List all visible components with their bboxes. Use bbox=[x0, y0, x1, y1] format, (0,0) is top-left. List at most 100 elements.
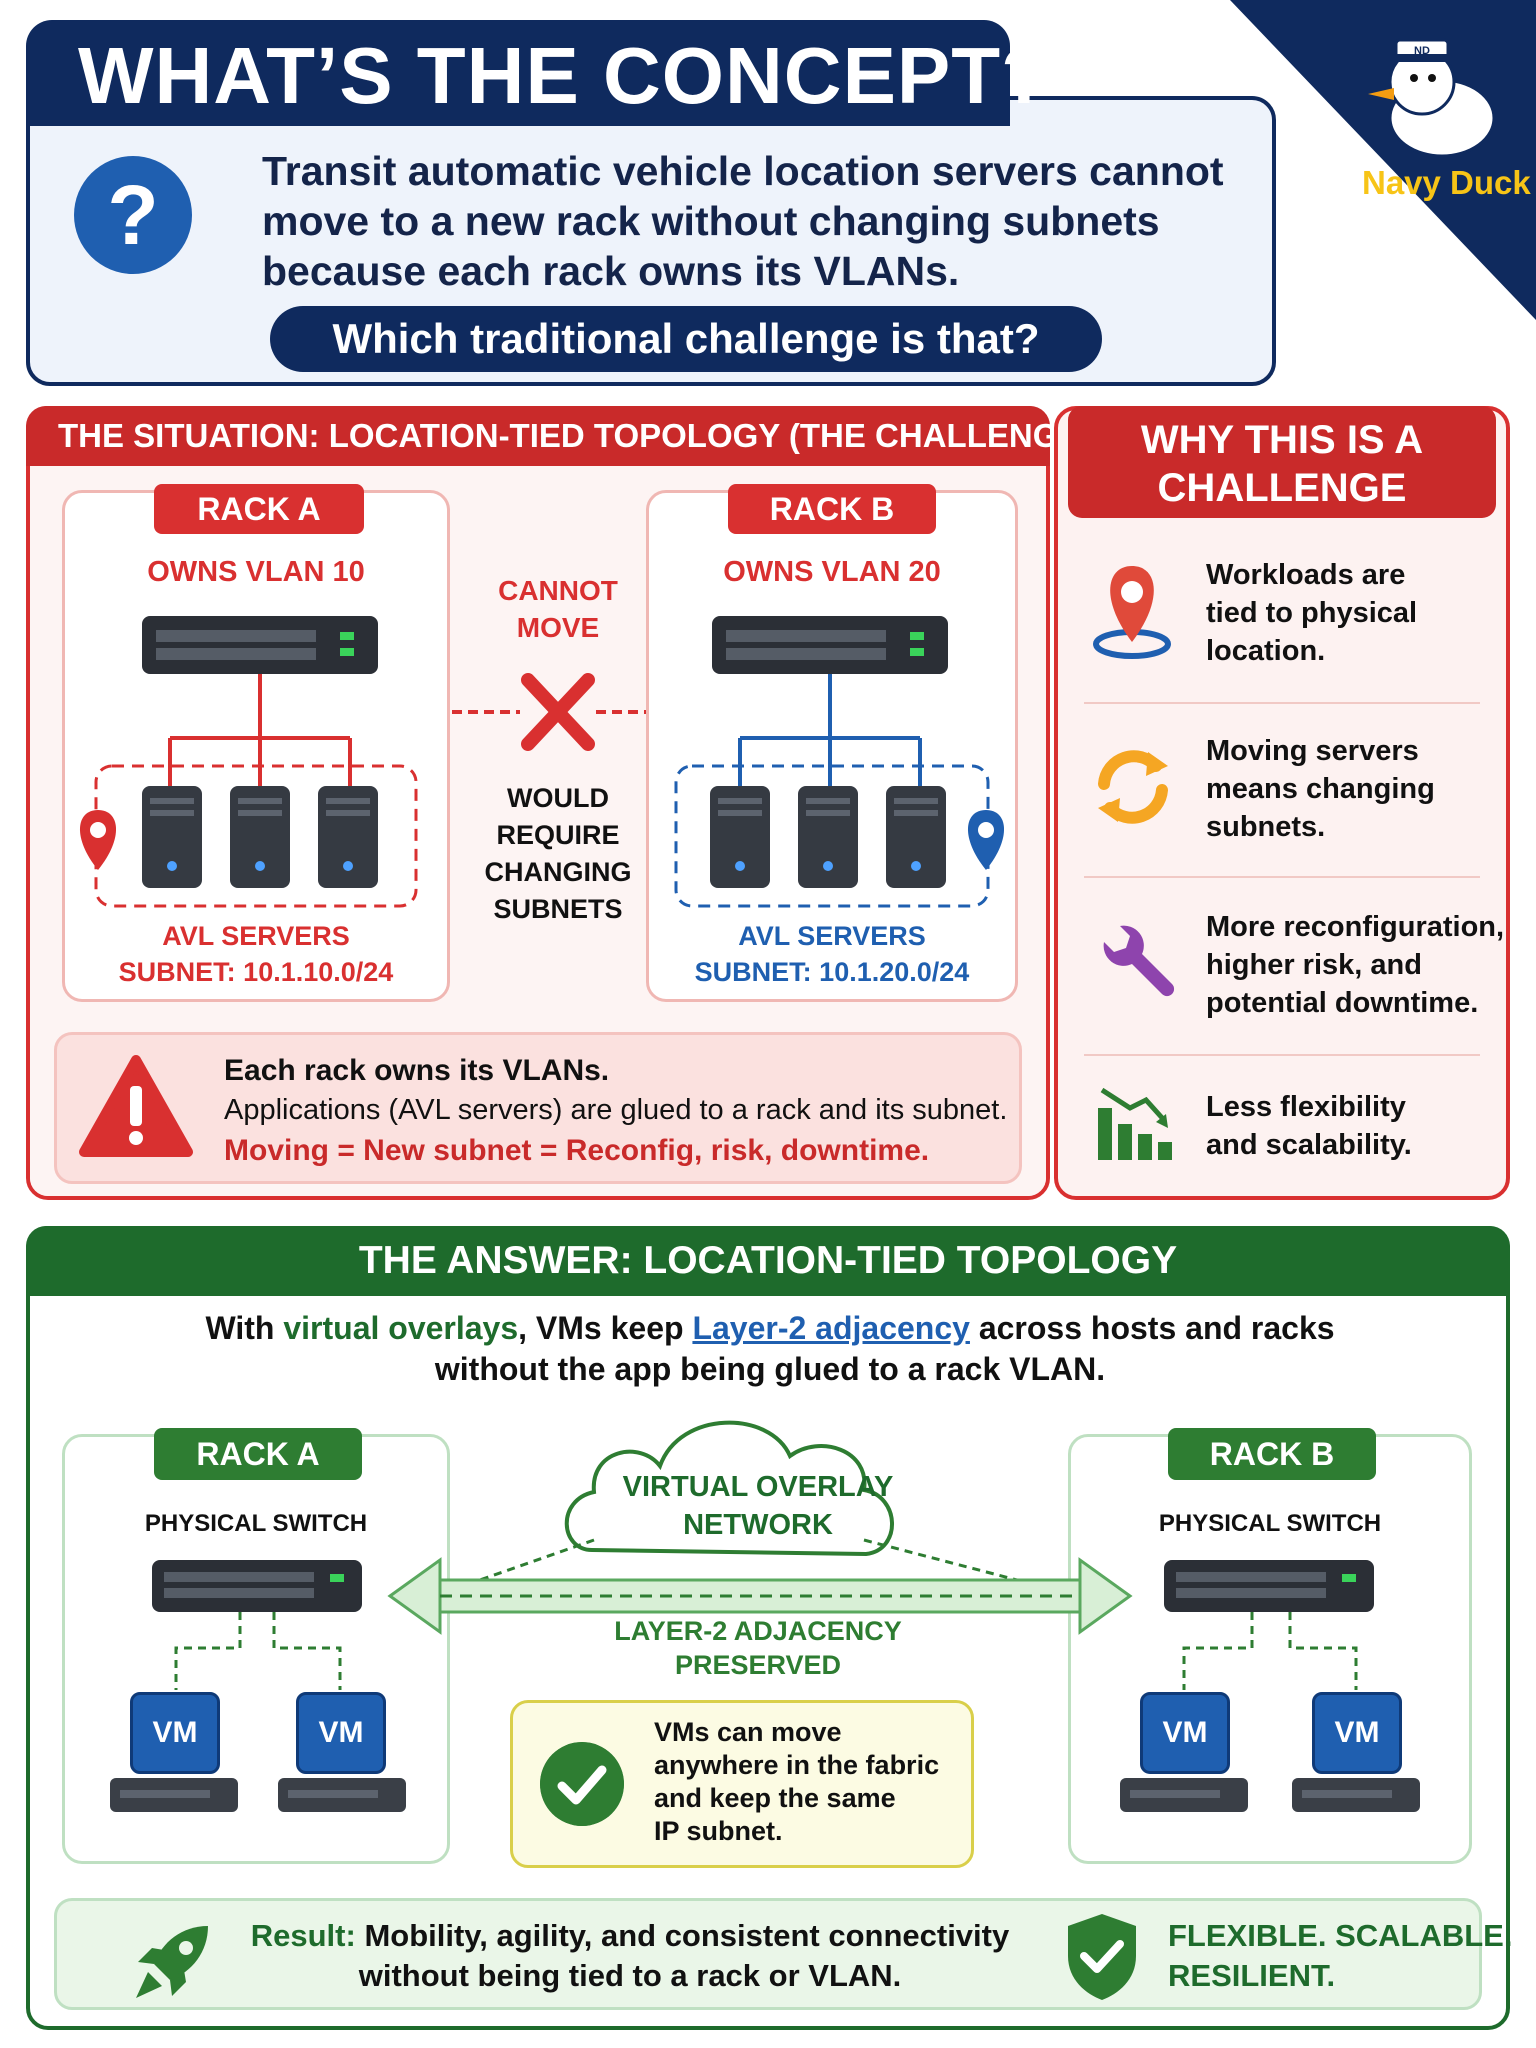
why-item-line: tied to physical bbox=[1206, 597, 1418, 629]
rack-a-server bbox=[318, 786, 378, 888]
answer-intro-line-2: without the app being glued to a rack VL… bbox=[434, 1351, 1106, 1387]
overlay-diagram bbox=[110, 1420, 1420, 1812]
answer-heading: THE ANSWER: LOCATION-TIED TOPOLOGY bbox=[26, 1226, 1510, 1296]
overlay-network-label: VIRTUAL OVERLAY NETWORK bbox=[600, 1468, 916, 1544]
adjacency-label-line: LAYER-2 ADJACENCY bbox=[614, 1616, 902, 1646]
rack-a-server bbox=[142, 786, 202, 888]
why-item-line: Less flexibility bbox=[1206, 1091, 1406, 1123]
why-item-1: Workloads are tied to physical location. bbox=[1206, 556, 1417, 670]
vm-box: VM bbox=[296, 1692, 386, 1774]
result-text: Result: Mobility, agility, and consisten… bbox=[250, 1916, 1010, 1996]
rack-b-links bbox=[738, 674, 922, 786]
rocket-icon bbox=[136, 1926, 208, 1998]
bar-chart-down-icon bbox=[1098, 1087, 1172, 1160]
result-line-1: Result: Mobility, agility, and consisten… bbox=[250, 1916, 1010, 1956]
would-require-line: REQUIRE bbox=[496, 820, 620, 850]
vm-box: VM bbox=[1140, 1692, 1230, 1774]
answer-rack-a-switch-label: PHYSICAL SWITCH bbox=[144, 1510, 368, 1537]
location-pin-icon bbox=[79, 810, 117, 870]
rack-a-vlan: OWNS VLAN 10 bbox=[147, 556, 365, 588]
answer-rack-b-tag: RACK B bbox=[1168, 1428, 1376, 1480]
why-title-line: CHALLENGE bbox=[1157, 466, 1407, 510]
why-item-line: subnets. bbox=[1206, 811, 1326, 843]
why-item-3: More reconfiguration, higher risk, and p… bbox=[1206, 908, 1504, 1022]
why-item-line: means changing bbox=[1206, 773, 1435, 805]
rack-a-switch bbox=[142, 616, 378, 674]
rack-b-servers-label: AVL SERVERS bbox=[738, 921, 926, 951]
cannot-move-label: CANNOT MOVE bbox=[458, 572, 658, 646]
location-pin-icon bbox=[967, 810, 1005, 870]
would-require-line: WOULD bbox=[507, 783, 609, 813]
layer2-adjacency-label: LAYER-2 ADJACENCY PRESERVED bbox=[560, 1614, 956, 1682]
why-item-line: higher risk, and bbox=[1206, 949, 1422, 981]
rack-a-subnet: SUBNET: 10.1.10.0/24 bbox=[118, 957, 394, 987]
host-server bbox=[1292, 1778, 1420, 1812]
would-require-line: CHANGING bbox=[484, 857, 632, 887]
answer-rack-a-switch bbox=[152, 1560, 362, 1612]
why-divider bbox=[1084, 876, 1480, 878]
answer-rack-a-tag: RACK A bbox=[154, 1428, 362, 1480]
result-line-1-text: Mobility, agility, and consistent connec… bbox=[355, 1918, 1010, 1953]
why-divider bbox=[1084, 1054, 1480, 1056]
cannot-move-line: MOVE bbox=[516, 612, 600, 643]
cannot-move-line: CANNOT bbox=[498, 575, 618, 606]
brand-name: Navy Duck bbox=[1362, 164, 1531, 201]
vm-move-line: VMs can move bbox=[654, 1717, 842, 1747]
cross-icon bbox=[521, 673, 595, 751]
rack-b-switch bbox=[712, 616, 948, 674]
would-require-label: WOULD REQUIRE CHANGING SUBNETS bbox=[458, 780, 658, 928]
badge-line: FLEXIBLE. SCALABLE. bbox=[1168, 1918, 1513, 1953]
answer-intro: With virtual overlays, VMs keep Layer-2 … bbox=[100, 1308, 1440, 1390]
rack-a-links bbox=[168, 674, 352, 786]
rack-a-tag: RACK A bbox=[154, 484, 364, 534]
answer-rack-a-links bbox=[174, 1612, 342, 1690]
warning-icon bbox=[79, 1055, 193, 1157]
adjacency-label-line: PRESERVED bbox=[674, 1650, 842, 1680]
why-title: WHY THIS IS A CHALLENGE bbox=[1068, 406, 1496, 518]
vm-move-line: anywhere in the fabric bbox=[654, 1750, 940, 1780]
rack-a-card bbox=[62, 490, 450, 1002]
layer2-adjacency-link[interactable]: Layer-2 adjacency bbox=[692, 1310, 970, 1346]
rack-b-server bbox=[710, 786, 770, 888]
intro-highlight-overlays: virtual overlays bbox=[283, 1310, 519, 1346]
brand-corner: ND bbox=[1230, 0, 1536, 320]
rack-a-server bbox=[230, 786, 290, 888]
warning-line-1: Each rack owns its VLANs. bbox=[224, 1054, 610, 1087]
rack-b-server bbox=[798, 786, 858, 888]
why-item-line: and scalability. bbox=[1206, 1129, 1412, 1161]
rack-b-vlan: OWNS VLAN 20 bbox=[723, 556, 941, 588]
rack-a-servers-label: AVL SERVERS bbox=[162, 921, 350, 951]
overlay-link-right bbox=[863, 1538, 1041, 1588]
rack-a-server-group bbox=[94, 764, 418, 908]
warning-line-2: Applications (AVL servers) are glued to … bbox=[224, 1094, 1008, 1126]
intro-text: With bbox=[205, 1310, 284, 1346]
layer2-double-arrow-icon bbox=[387, 1557, 1133, 1635]
vm-move-text: VMs can move anywhere in the fabric and … bbox=[654, 1716, 966, 1848]
why-item-line: location. bbox=[1206, 635, 1326, 667]
duck-logo-icon: ND bbox=[1368, 38, 1496, 158]
why-divider bbox=[1084, 702, 1480, 704]
rack-b-subnet: SUBNET: 10.1.20.0/24 bbox=[694, 957, 970, 987]
would-require-line: SUBNETS bbox=[493, 894, 623, 924]
question-mark-icon: ? bbox=[74, 156, 192, 274]
why-title-line: WHY THIS IS A bbox=[1140, 418, 1424, 462]
situation-diagram bbox=[79, 616, 1005, 908]
answer-rack-b-links bbox=[1182, 1612, 1358, 1690]
intro-text: across hosts and racks bbox=[969, 1310, 1335, 1346]
vm-box: VM bbox=[130, 1692, 220, 1774]
vm-move-line: IP subnet. bbox=[654, 1816, 783, 1846]
overlay-cloud-icon bbox=[564, 1420, 894, 1557]
challenge-prompt: Which traditional challenge is that? bbox=[270, 306, 1102, 372]
why-item-line: Moving servers bbox=[1206, 735, 1419, 767]
why-item-line: More reconfiguration, bbox=[1206, 911, 1505, 943]
host-server bbox=[110, 1778, 238, 1812]
location-pin-icon bbox=[1093, 566, 1171, 659]
answer-rack-b-switch bbox=[1164, 1560, 1374, 1612]
why-item-line: Workloads are bbox=[1206, 559, 1406, 591]
vm-move-line: and keep the same bbox=[654, 1783, 896, 1813]
duck-cap-label: ND bbox=[1414, 45, 1430, 57]
answer-intro-line-1: With virtual overlays, VMs keep Layer-2 … bbox=[100, 1308, 1440, 1349]
refresh-arrows-icon bbox=[1098, 750, 1168, 824]
result-label: Result: bbox=[250, 1918, 356, 1953]
why-item-line: potential downtime. bbox=[1206, 987, 1479, 1019]
